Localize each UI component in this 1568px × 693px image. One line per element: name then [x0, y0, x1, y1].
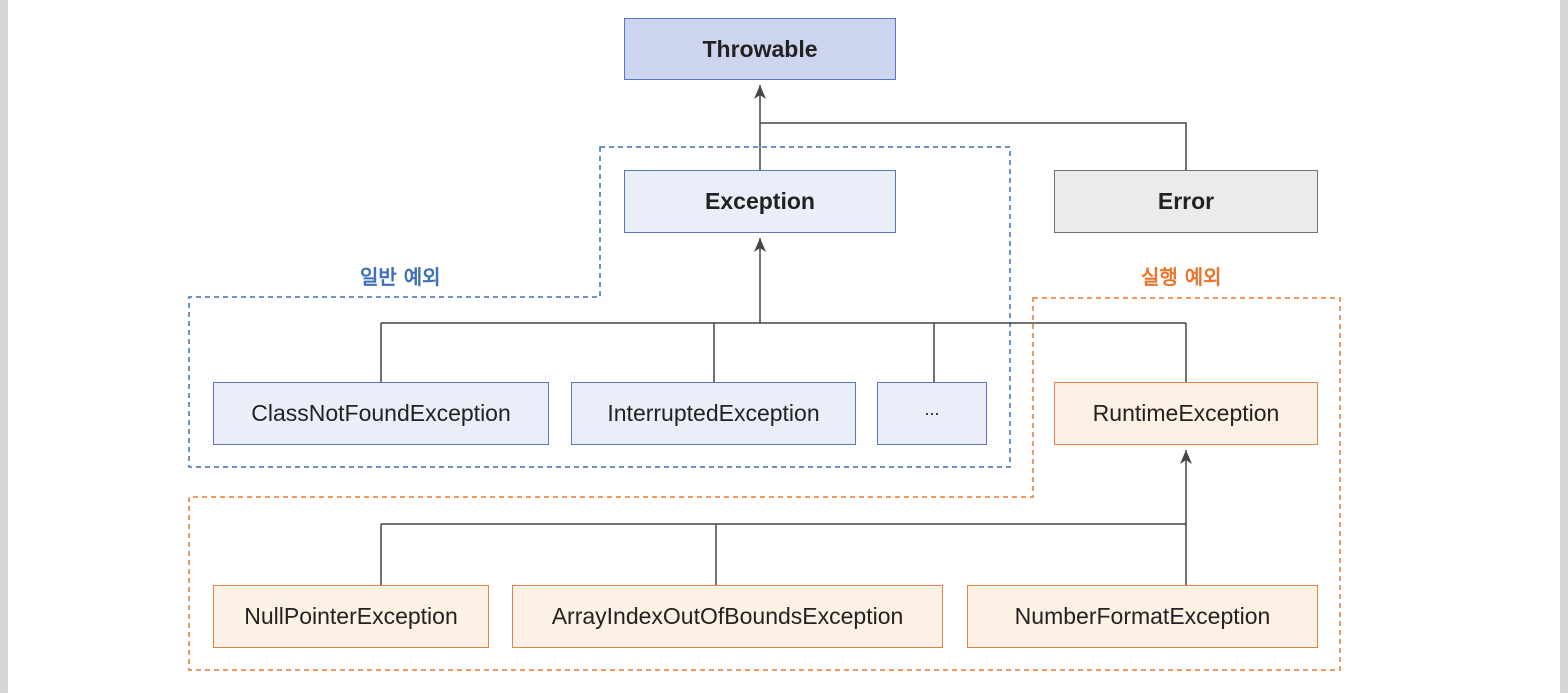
runtime-exception-group-border	[188, 297, 1341, 671]
error-node: Error	[1054, 170, 1318, 233]
classnotfound-exception-node: ClassNotFoundException	[213, 382, 549, 445]
checked-exception-group-label: 일반 예외	[360, 265, 441, 289]
arrayindexoutofbounds-exception-node: ArrayIndexOutOfBoundsException	[512, 585, 943, 648]
numberformat-exception-node: NumberFormatException	[967, 585, 1318, 648]
connector-error-to-throwable	[760, 122, 1187, 170]
runtime-exception-group-label: 실행 예외	[1141, 265, 1222, 289]
more-exceptions-node: ...	[877, 382, 987, 445]
exception-node: Exception	[624, 170, 896, 233]
nullpointer-exception-node: NullPointerException	[213, 585, 489, 648]
throwable-node: Throwable	[624, 18, 896, 80]
right-margin-strip	[1560, 0, 1568, 693]
checked-exception-group-border	[188, 146, 1011, 468]
runtime-exception-node: RuntimeException	[1054, 382, 1318, 445]
interrupted-exception-node: InterruptedException	[571, 382, 856, 445]
left-margin-strip	[0, 0, 8, 693]
